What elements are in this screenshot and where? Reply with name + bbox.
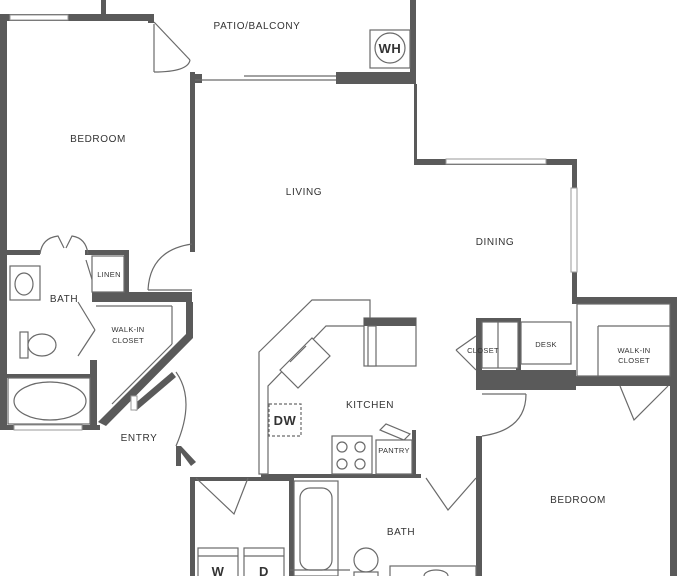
label-bedroom-left: BEDROOM bbox=[70, 134, 126, 145]
label-dishwasher: DW bbox=[274, 413, 297, 428]
label-pantry: PANTRY bbox=[378, 446, 410, 455]
doors bbox=[39, 21, 669, 516]
label-walkin-left-1: WALK-IN bbox=[111, 325, 144, 334]
label-linen: LINEN bbox=[97, 270, 121, 279]
label-bath-center: BATH bbox=[387, 527, 415, 538]
room-labels: PATIO/BALCONY BEDROOM LIVING DINING LINE… bbox=[50, 21, 650, 538]
label-closet: CLOSET bbox=[467, 346, 499, 355]
label-desk: DESK bbox=[535, 340, 557, 349]
label-entry: ENTRY bbox=[121, 433, 158, 444]
label-kitchen: KITCHEN bbox=[346, 400, 394, 411]
label-dining: DINING bbox=[476, 237, 515, 248]
label-patio: PATIO/BALCONY bbox=[214, 21, 301, 32]
label-water-heater: WH bbox=[379, 41, 402, 56]
label-walkin-left-2: CLOSET bbox=[112, 336, 144, 345]
label-walkin-right-1: WALK-IN bbox=[617, 346, 650, 355]
appliance-labels: WH DW W D bbox=[212, 41, 402, 576]
label-washer: W bbox=[212, 564, 225, 576]
label-bedroom-right: BEDROOM bbox=[550, 495, 606, 506]
label-dryer: D bbox=[259, 564, 269, 576]
label-living: LIVING bbox=[286, 187, 322, 198]
fixtures bbox=[7, 29, 671, 576]
label-walkin-right-2: CLOSET bbox=[618, 356, 650, 365]
label-bath-left: BATH bbox=[50, 294, 78, 305]
windows bbox=[9, 14, 578, 431]
